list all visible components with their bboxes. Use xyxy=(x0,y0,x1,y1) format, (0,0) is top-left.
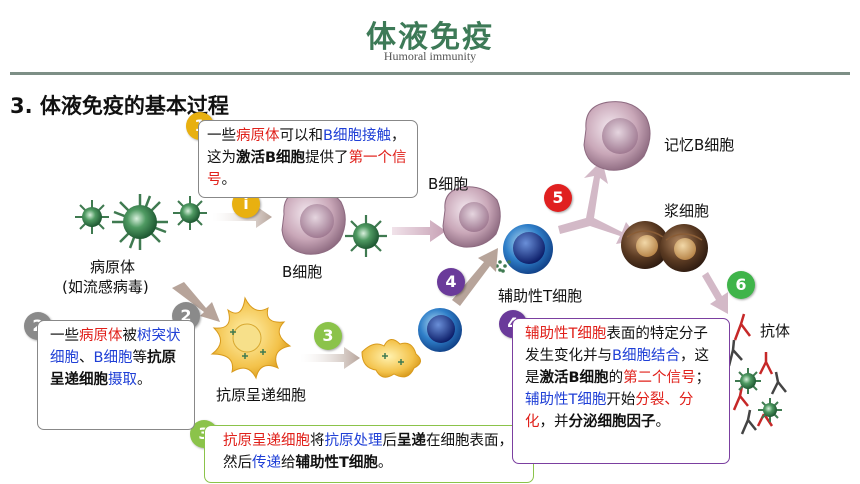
step-3-marker: 3 xyxy=(314,322,342,350)
virus-icon xyxy=(112,194,168,250)
plasma-cell-icon xyxy=(621,221,669,269)
apc-label: 抗原呈递细胞 xyxy=(216,386,307,404)
memory-b-cell-icon xyxy=(583,101,651,171)
antigen-fragment-icon xyxy=(230,329,266,359)
virus-icon xyxy=(75,200,109,234)
arrow-apc-to-tcell xyxy=(300,347,360,369)
plasma-cell-icon xyxy=(660,224,708,272)
arrow-bcell-to-bcell xyxy=(392,220,446,242)
helper-t-cell-icon xyxy=(503,224,553,274)
arrow-pathogen-to-apc xyxy=(172,282,220,322)
virus-icon xyxy=(173,196,207,230)
helper-t-cell-label: 辅助性T细胞 xyxy=(498,287,583,305)
pathogen-example-label: (如流感病毒) xyxy=(62,278,149,296)
pathogen-label: 病原体 xyxy=(90,258,136,276)
arrow-tcell-to-bcell xyxy=(452,248,498,306)
page-subtitle: Humoral immunity xyxy=(383,49,477,63)
memory-b-cell-label: 记忆B细胞 xyxy=(664,136,735,154)
antibody-label: 抗体 xyxy=(760,322,791,340)
antigen-presenting-cell-icon xyxy=(361,339,421,378)
step-4-description: 辅助性T细胞表面的特定分子发生变化并与B细胞结合，这是激活B细胞的第二个信号；辅… xyxy=(512,318,730,464)
neutralized-virus-icon xyxy=(735,368,782,422)
antigen-presenting-cell-icon xyxy=(210,296,292,380)
step-1-description: 一些病原体可以和B细胞接触，这为激活B细胞提供了第一个信号。 xyxy=(198,120,418,198)
arrow-plasma-to-antibody xyxy=(702,272,728,314)
b-cell-label: B细胞 xyxy=(282,263,323,281)
step-2-description: 一些病原体被树突状细胞、B细胞等抗原呈递细胞摄取。 xyxy=(37,320,195,430)
plasma-cell-label: 浆细胞 xyxy=(664,202,710,220)
step-4-marker: 4 xyxy=(437,268,465,296)
step-6-marker: 6 xyxy=(727,271,755,299)
b-cell-icon xyxy=(442,186,501,248)
b-cell-label: B细胞 xyxy=(428,175,469,193)
arrow-differentiation xyxy=(558,160,640,244)
helper-t-cell-icon xyxy=(418,308,462,352)
virus-icon xyxy=(345,215,387,257)
b-cell-icon xyxy=(281,188,346,255)
title-divider xyxy=(10,72,850,75)
step-3-description: 抗原呈递细胞将抗原处理后呈递在细胞表面，然后传递给辅助性T细胞。 xyxy=(204,425,534,483)
page-title: 体液免疫 xyxy=(366,20,494,55)
step-5-marker: 5 xyxy=(544,184,572,212)
